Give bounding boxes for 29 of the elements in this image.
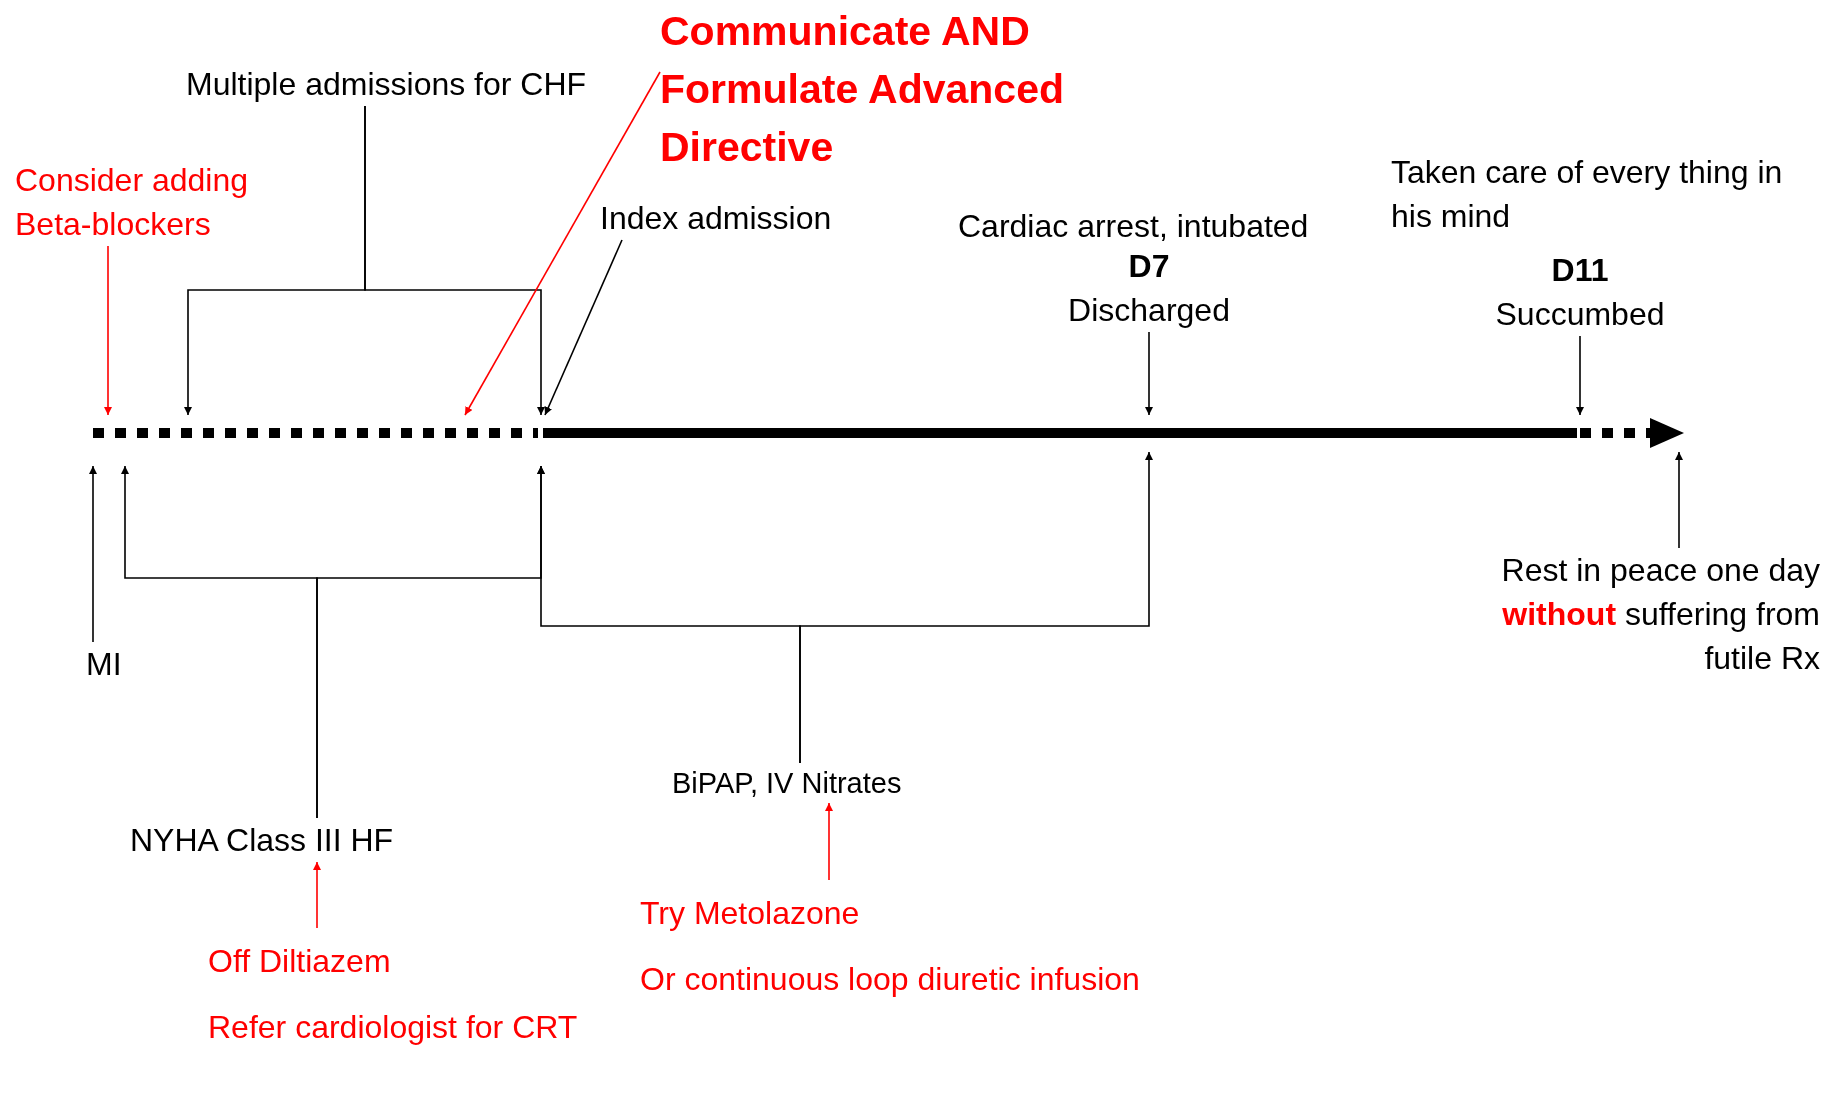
arrow [104,245,112,416]
treatment-note: Consider adding Beta-blockers [15,161,250,244]
arrow [313,861,321,929]
arrow [1576,335,1584,416]
note-text: Taken care of every thing in his mind [1391,153,1784,236]
event-label: Discharged [1067,291,1231,330]
event-label: NYHA Class III HF [130,821,394,860]
bracket-arrow [364,105,545,416]
treatment-note: Off Diltiazem [208,942,392,981]
arrow [1145,331,1153,416]
treatment-note: Try Metolazone [640,894,861,933]
day-label: D11 [1550,251,1610,290]
bracket-arrow [799,451,1153,764]
treatment-note: Refer cardiologist for CRT [208,1008,578,1047]
event-label: MI [86,645,122,684]
treatment-label: BiPAP, IV Nitrates [672,766,902,801]
note-text: Rest in peace one day without suffering from futile Rx [1500,551,1820,678]
arrow [464,71,661,416]
event-label: Multiple admissions for CHF [186,65,587,104]
arrow [825,802,833,881]
event-label: Index admission [600,199,832,238]
event-label: Cardiac arrest, intubated [958,207,1309,246]
arrow [89,465,97,643]
event-label: Succumbed [1494,295,1666,334]
arrow [544,239,623,416]
treatment-note: Or continuous loop diuretic infusion [640,960,1140,999]
directive-note: Communicate AND Formulate Advanced Directive [660,7,1065,172]
day-label: D7 [1127,247,1171,286]
arrow [1675,451,1683,549]
